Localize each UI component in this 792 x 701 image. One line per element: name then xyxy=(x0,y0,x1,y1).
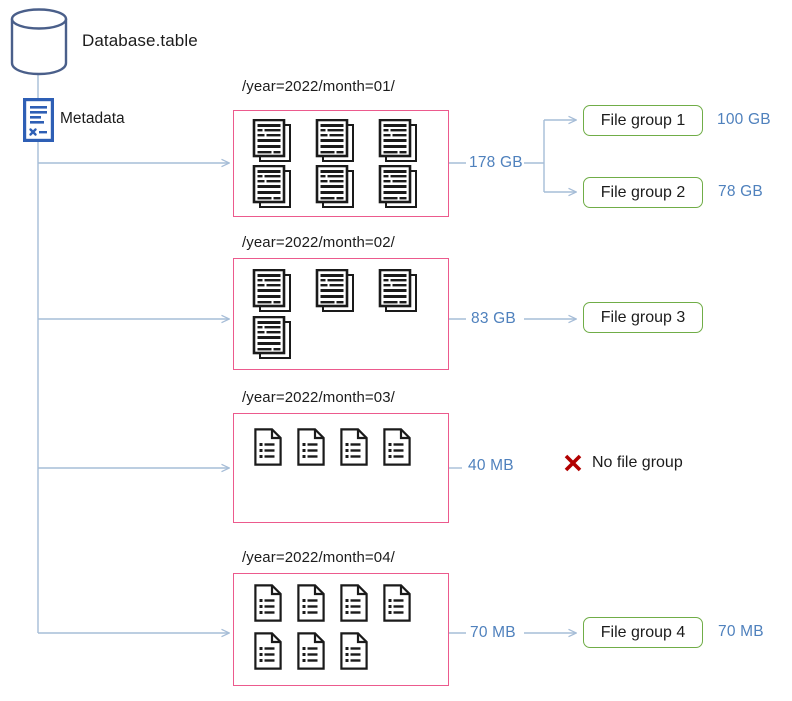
filegroup-box-4[interactable]: File group 4 xyxy=(583,617,703,648)
document-stack-icon xyxy=(315,269,378,316)
partition-size-1: 178 GB xyxy=(469,154,523,171)
filegroup-size-2: 78 GB xyxy=(718,183,763,200)
document-stack-icon xyxy=(378,119,441,165)
metadata-label: Metadata xyxy=(60,110,125,127)
small-file-icon xyxy=(297,632,340,680)
partition-path-2: /year=2022/month=02/ xyxy=(242,234,395,251)
small-file-icon xyxy=(340,584,383,632)
filegroup-label: File group 4 xyxy=(600,623,686,641)
small-file-icon xyxy=(254,428,297,472)
document-stack-icon xyxy=(315,119,378,165)
small-file-icon xyxy=(297,584,340,632)
partition-size-3: 40 MB xyxy=(468,457,514,474)
small-file-icon xyxy=(383,584,426,632)
filegroup-box-1[interactable]: File group 1 xyxy=(583,105,703,136)
document-stack-icon xyxy=(378,269,441,316)
filegroup-label: File group 3 xyxy=(600,308,686,326)
small-file-grid-4 xyxy=(254,584,444,680)
filegroup-size-1: 100 GB xyxy=(717,111,771,128)
document-stack-icon xyxy=(252,119,315,165)
small-file-icon xyxy=(383,428,426,472)
document-stack-icon xyxy=(252,316,315,363)
database-icon xyxy=(8,6,70,76)
small-file-icon xyxy=(254,632,297,680)
no-file-group-label: No file group xyxy=(592,454,683,471)
partition-path-3: /year=2022/month=03/ xyxy=(242,389,395,406)
partition-box-3[interactable] xyxy=(233,413,449,523)
red-x-icon xyxy=(564,454,582,472)
partition-path-4: /year=2022/month=04/ xyxy=(242,549,395,566)
document-stack-icon xyxy=(252,165,315,211)
small-file-grid-3 xyxy=(254,428,444,472)
small-file-icon xyxy=(297,428,340,472)
partition-path-1: /year=2022/month=01/ xyxy=(242,78,395,95)
filegroup-size-4: 70 MB xyxy=(718,623,764,640)
no-file-group-indicator: No file group xyxy=(563,453,683,473)
filegroup-box-3[interactable]: File group 3 xyxy=(583,302,703,333)
partition-box-4[interactable] xyxy=(233,573,449,686)
document-stack-icon xyxy=(378,165,441,211)
filegroup-box-2[interactable]: File group 2 xyxy=(583,177,703,208)
document-stack-icon xyxy=(252,269,315,316)
partition-box-1[interactable] xyxy=(233,110,449,217)
page-title: Database.table xyxy=(82,31,198,50)
document-stack-grid-2 xyxy=(252,269,442,363)
small-file-icon xyxy=(340,428,383,472)
partition-size-2: 83 GB xyxy=(471,310,516,327)
small-file-icon xyxy=(340,632,383,680)
filegroup-label: File group 1 xyxy=(600,111,686,129)
document-stack-icon xyxy=(315,165,378,211)
small-file-icon xyxy=(254,584,297,632)
filegroup-label: File group 2 xyxy=(600,183,686,201)
partition-size-4: 70 MB xyxy=(470,624,516,641)
partition-box-2[interactable] xyxy=(233,258,449,370)
document-stack-grid-1 xyxy=(252,119,442,211)
metadata-icon xyxy=(23,98,54,142)
